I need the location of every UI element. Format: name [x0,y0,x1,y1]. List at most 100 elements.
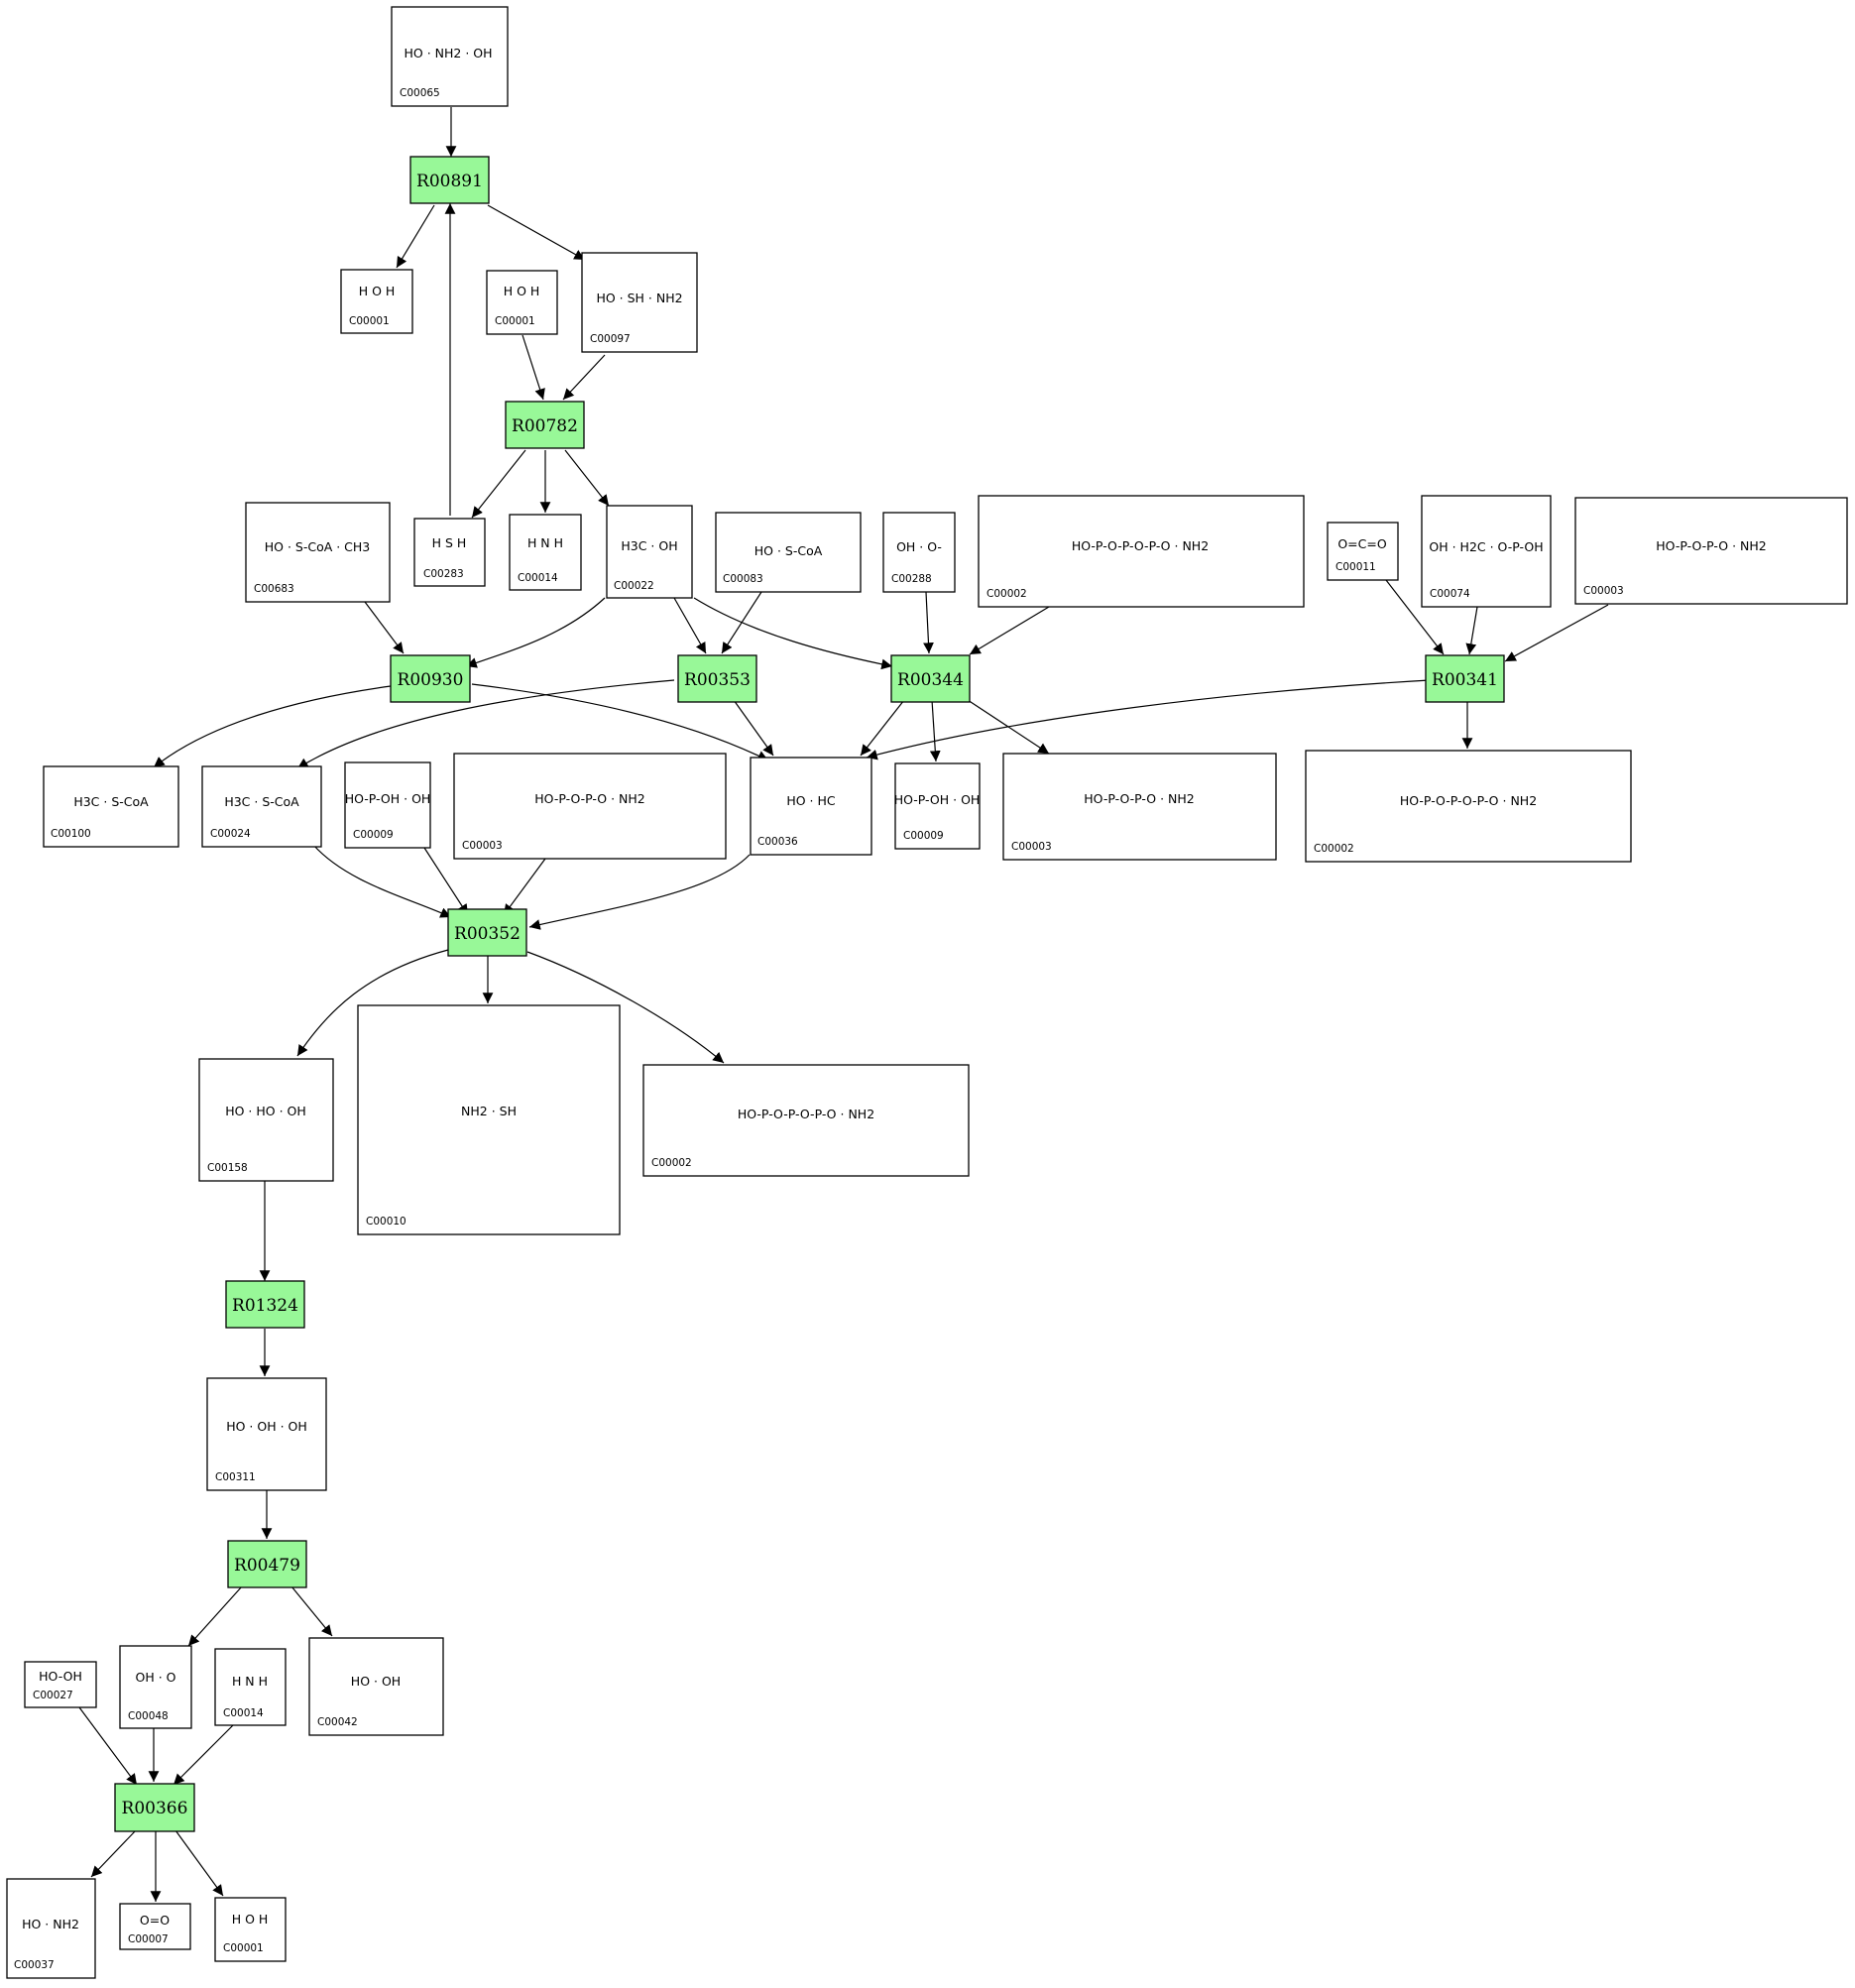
edge-c00027-r00366 [78,1706,138,1786]
edge-c00288-r00344 [923,591,934,654]
compound-C00683[interactable]: HO · S-CoA · CH3 C00683 [245,502,391,603]
edge-c00022-r00930 [465,597,606,668]
compound-id: C00036 [757,836,798,848]
compound-C00003[interactable]: HO-P-O-P-O · NH2 C00003 [1002,753,1277,861]
compound-C00083[interactable]: HO · S-CoA C00083 [715,512,862,593]
edge-r00353-c00024 [296,679,675,769]
edge-r00366-c00001 [174,1829,224,1897]
compound-id: C00001 [495,315,535,327]
edge-c00083-r00353 [721,591,762,654]
compound-C00283[interactable]: H S H C00283 [413,518,486,587]
compound-C00002[interactable]: HO-P-O-P-O-P-O · NH2 C00002 [642,1064,970,1177]
compound-id: C00683 [254,583,294,595]
reaction-R00782[interactable]: R00782 [505,401,585,449]
compound-id: C00002 [986,588,1027,600]
compound-C00001[interactable]: H O H C00001 [486,270,558,335]
reaction-label: R00891 [416,172,483,191]
compound-C00097[interactable]: HO · SH · NH2 C00097 [581,252,698,353]
reaction-R00341[interactable]: R00341 [1425,654,1505,703]
compound-C00042[interactable]: HO · OH C00042 [308,1637,444,1736]
reaction-R00479[interactable]: R00479 [227,1540,307,1588]
structure-text: H3C · S-CoA [224,794,299,809]
compound-id: C00024 [210,828,251,840]
compound-C00001[interactable]: H O H C00001 [214,1897,287,1962]
compound-C00074[interactable]: OH · H2C · O-P-OH C00074 [1421,495,1552,608]
compound-id: C00002 [651,1157,692,1169]
compound-C00003[interactable]: HO-P-O-P-O · NH2 C00003 [1574,497,1848,605]
compound-id: C00009 [903,830,944,842]
reaction-label: R00366 [122,1799,188,1818]
compound-C00037[interactable]: HO · NH2 C00037 [6,1878,96,1979]
edge-r00352-c00158 [296,949,449,1057]
compound-id: C00002 [1314,843,1354,855]
structure-text: H O H [504,284,540,298]
reaction-R00344[interactable]: R00344 [890,654,971,703]
compound-id: C00022 [614,580,654,592]
structure-text: HO-P-O-P-O-P-O · NH2 [1400,793,1537,808]
compound-C00009[interactable]: HO-P-OH · OH C00009 [344,761,431,849]
compound-C00001[interactable]: H O H C00001 [340,269,413,334]
compound-id: C00014 [518,572,558,584]
edge-c00024-r00352 [312,844,452,918]
compound-C00003[interactable]: HO-P-O-P-O · NH2 C00003 [453,753,727,860]
compound-C00009[interactable]: HO-P-OH · OH C00009 [894,762,981,850]
compound-C00024[interactable]: H3C · S-CoA C00024 [201,765,322,848]
compound-id: C00288 [891,573,932,585]
reaction-label: R00353 [684,670,751,690]
compound-id: C00065 [400,87,440,99]
edge-c00003-r00341 [1504,604,1609,662]
structure-text: HO-P-O-P-O-P-O · NH2 [738,1107,874,1121]
compound-C00027[interactable]: HO-OH C00027 [24,1661,97,1708]
compound-id: C00048 [128,1710,169,1722]
structure-text: OH · O- [896,539,942,554]
compound-C00014[interactable]: H N H C00014 [509,514,582,591]
reaction-R01324[interactable]: R01324 [225,1280,305,1329]
edge-r00930-c00100 [153,685,392,768]
compound-id: C00311 [215,1471,256,1483]
reaction-R00930[interactable]: R00930 [390,654,471,703]
compound-C00311[interactable]: HO · OH · OH C00311 [206,1377,327,1491]
compound-id: C00003 [1583,585,1624,597]
compound-id: C00014 [223,1707,264,1719]
compound-C00010[interactable]: NH2 · SH C00010 [357,1004,621,1235]
compound-id: C00001 [349,315,390,327]
compound-C00022[interactable]: H3C · OH C00022 [606,505,693,599]
structure-text: H3C · S-CoA [73,794,149,809]
compound-C00048[interactable]: OH · O C00048 [119,1645,192,1729]
reaction-R00352[interactable]: R00352 [447,908,527,957]
compound-C00014[interactable]: H N H C00014 [214,1648,287,1726]
compound-id: C00083 [723,573,763,585]
compound-id: C00042 [317,1716,358,1728]
edge-c00022-r00353 [673,597,707,654]
compound-id: C00003 [462,840,503,852]
compound-C00100[interactable]: H3C · S-CoA C00100 [43,765,179,848]
edge-c00022-r00344 [693,597,893,670]
reaction-label: R00479 [234,1556,300,1576]
compound-C00158[interactable]: HO · HO · OH C00158 [198,1058,334,1182]
structure-text: HO-P-O-P-O · NH2 [1084,791,1195,806]
compound-id: C00074 [1430,588,1470,600]
reaction-label: R00352 [454,924,521,944]
compound-C00065[interactable]: HO · NH2 · OH C00065 [391,6,509,107]
compound-C00036[interactable]: HO · HC C00036 [750,757,872,856]
edge-r00891-c00001 [396,204,435,269]
reaction-R00353[interactable]: R00353 [677,654,757,703]
structure-text: O=C=O [1337,536,1387,551]
structure-text: HO-P-OH · OH [345,791,431,806]
reaction-R00891[interactable]: R00891 [409,156,490,204]
edge-c00011-r00341 [1385,579,1445,655]
compound-C00002[interactable]: HO-P-O-P-O-P-O · NH2 C00002 [1305,750,1632,863]
reaction-R00366[interactable]: R00366 [114,1783,195,1832]
compound-C00288[interactable]: OH · O- C00288 [882,512,956,593]
structure-text: HO · HC [786,793,836,808]
edges [78,107,1609,1902]
edge-c00009-r00352 [423,847,469,916]
compound-C00007[interactable]: O=O C00007 [119,1903,191,1950]
compound-C00011[interactable]: O=C=O C00011 [1327,522,1399,581]
edge-r00930-c00036 [471,683,769,761]
compound-id: C00097 [590,333,631,345]
structure-text: H O H [232,1912,269,1927]
structure-text: HO · OH · OH [226,1419,307,1434]
structure-text: OH · H2C · O-P-OH [1429,539,1543,554]
compound-C00002[interactable]: HO-P-O-P-O-P-O · NH2 C00002 [978,495,1305,608]
